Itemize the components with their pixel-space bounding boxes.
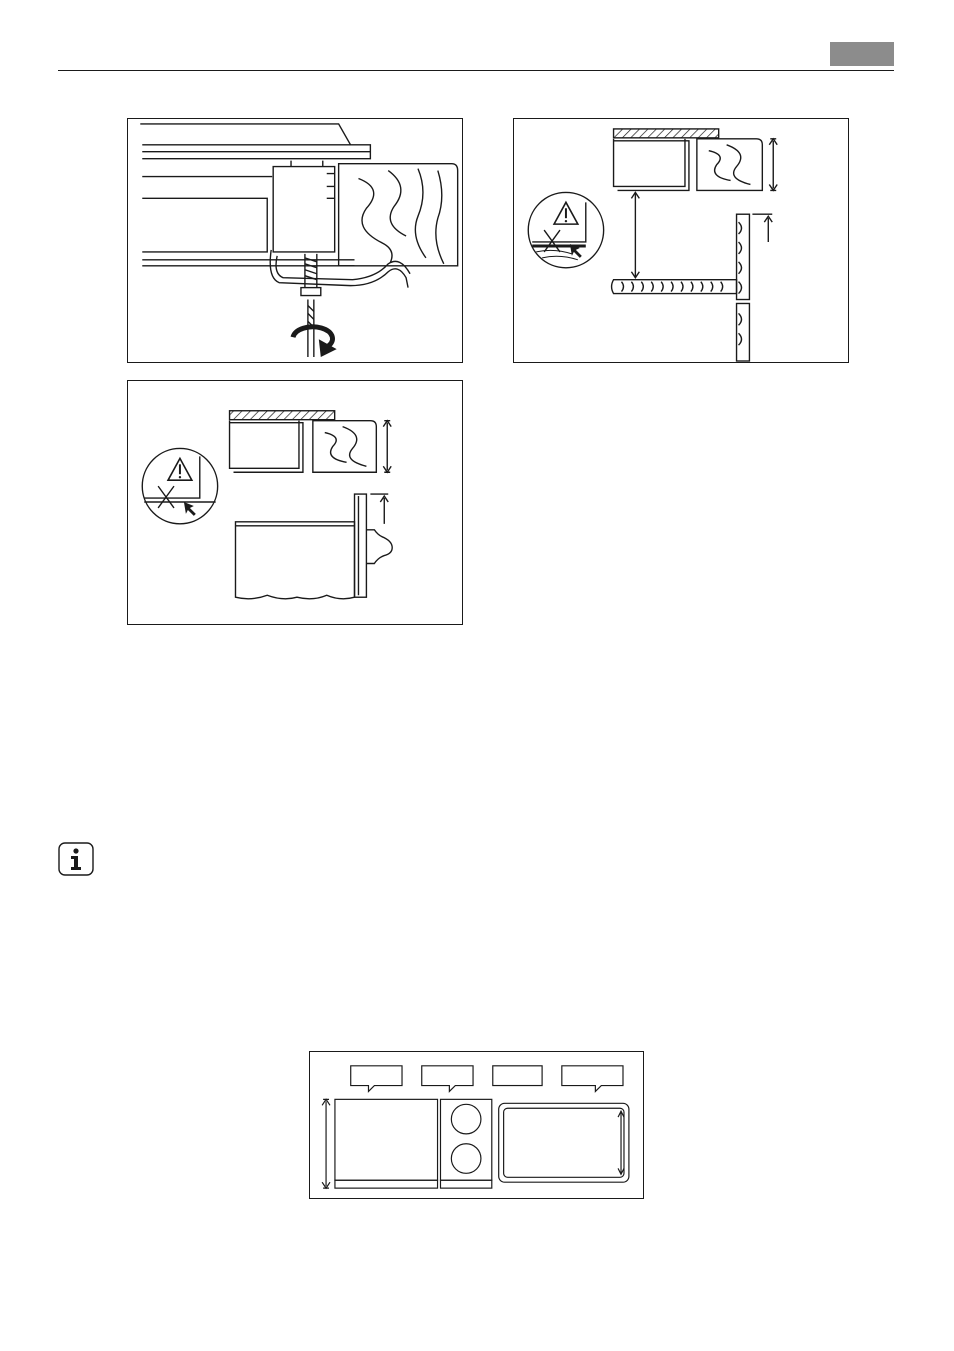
cooking-zone-icon [451, 1144, 481, 1174]
oven-clearance-illustration [128, 381, 462, 624]
warning-icon [142, 448, 217, 523]
hob-layout-illustration [310, 1052, 643, 1198]
info-icon [58, 842, 94, 876]
figure-oven-clearance [127, 380, 463, 625]
language-tab [830, 42, 894, 66]
warning-icon [528, 192, 603, 267]
cooking-zone-icon [451, 1104, 481, 1134]
header-rule [58, 70, 894, 71]
figure-drawer-clearance [513, 118, 849, 363]
figure-clamp-install [127, 118, 463, 363]
drawer-clearance-illustration [514, 119, 848, 362]
rotate-arrow-icon [293, 327, 337, 357]
figure-hob-layout [309, 1051, 644, 1199]
clamp-install-illustration [128, 119, 462, 362]
